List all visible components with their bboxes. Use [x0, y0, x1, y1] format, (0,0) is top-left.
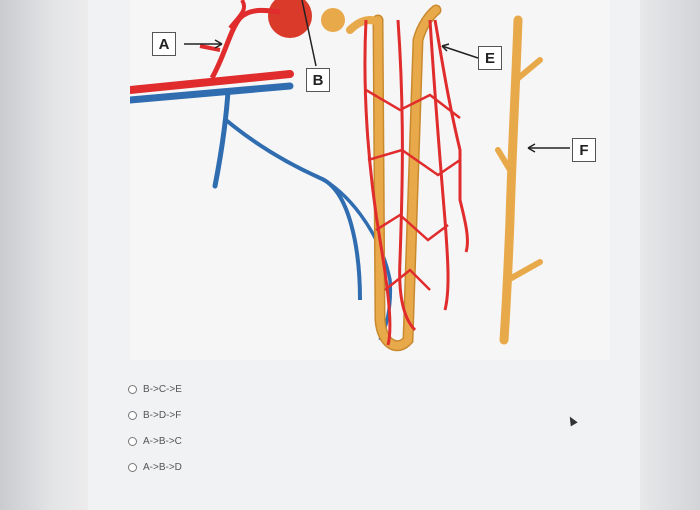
collecting-duct [499, 15, 523, 345]
duct-branch [513, 57, 543, 83]
peritubular-capillary [433, 19, 469, 253]
capillary-mesh [375, 213, 449, 242]
answer-option-4[interactable]: A->B->D [128, 454, 182, 480]
arteriole-branch [228, 0, 247, 30]
radio-button[interactable] [128, 462, 137, 472]
label-a: A [152, 32, 176, 56]
arteriole-branch [199, 44, 221, 52]
answer-options: B->C->E B->D->F A->B->C A->B->D [128, 376, 182, 480]
capillary-mesh [365, 88, 461, 119]
duct-branch [505, 259, 543, 283]
answer-option-2[interactable]: B->D->F [128, 402, 182, 428]
option-label: B->C->E [143, 383, 182, 395]
arrow-e [441, 45, 479, 59]
answer-option-1[interactable]: B->C->E [128, 376, 182, 402]
arrow-f-head [527, 143, 536, 153]
answer-option-3[interactable]: A->B->C [128, 428, 182, 454]
radio-button[interactable] [128, 410, 137, 420]
option-label: A->B->C [143, 435, 182, 447]
peritubular-capillary [428, 19, 450, 311]
label-f: F [572, 138, 596, 162]
vein-branch [212, 89, 231, 189]
pointer-b [301, 0, 317, 67]
renal-vein [130, 82, 294, 104]
label-e: E [478, 46, 502, 70]
option-label: A->B->D [143, 461, 182, 473]
nephron-illustration [130, 0, 570, 352]
arrow-a-head [214, 39, 223, 49]
monitor-bezel-left [0, 0, 88, 510]
nephron-diagram: A B E F [130, 0, 610, 360]
monitor-bezel-right [640, 0, 700, 510]
label-b: B [306, 68, 330, 92]
capillary-mesh [367, 148, 461, 177]
radio-button[interactable] [128, 384, 137, 394]
peritubular-capillary [396, 19, 417, 332]
renal-artery [130, 70, 294, 94]
bowman-capsule [321, 8, 345, 32]
vein-branch [224, 118, 362, 301]
duct-branch [495, 147, 513, 173]
loop-of-henle-fill [374, 6, 440, 350]
radio-button[interactable] [128, 436, 137, 446]
capillary-mesh [384, 268, 431, 291]
arrow-e-head [441, 43, 450, 52]
option-label: B->D->F [143, 409, 182, 421]
